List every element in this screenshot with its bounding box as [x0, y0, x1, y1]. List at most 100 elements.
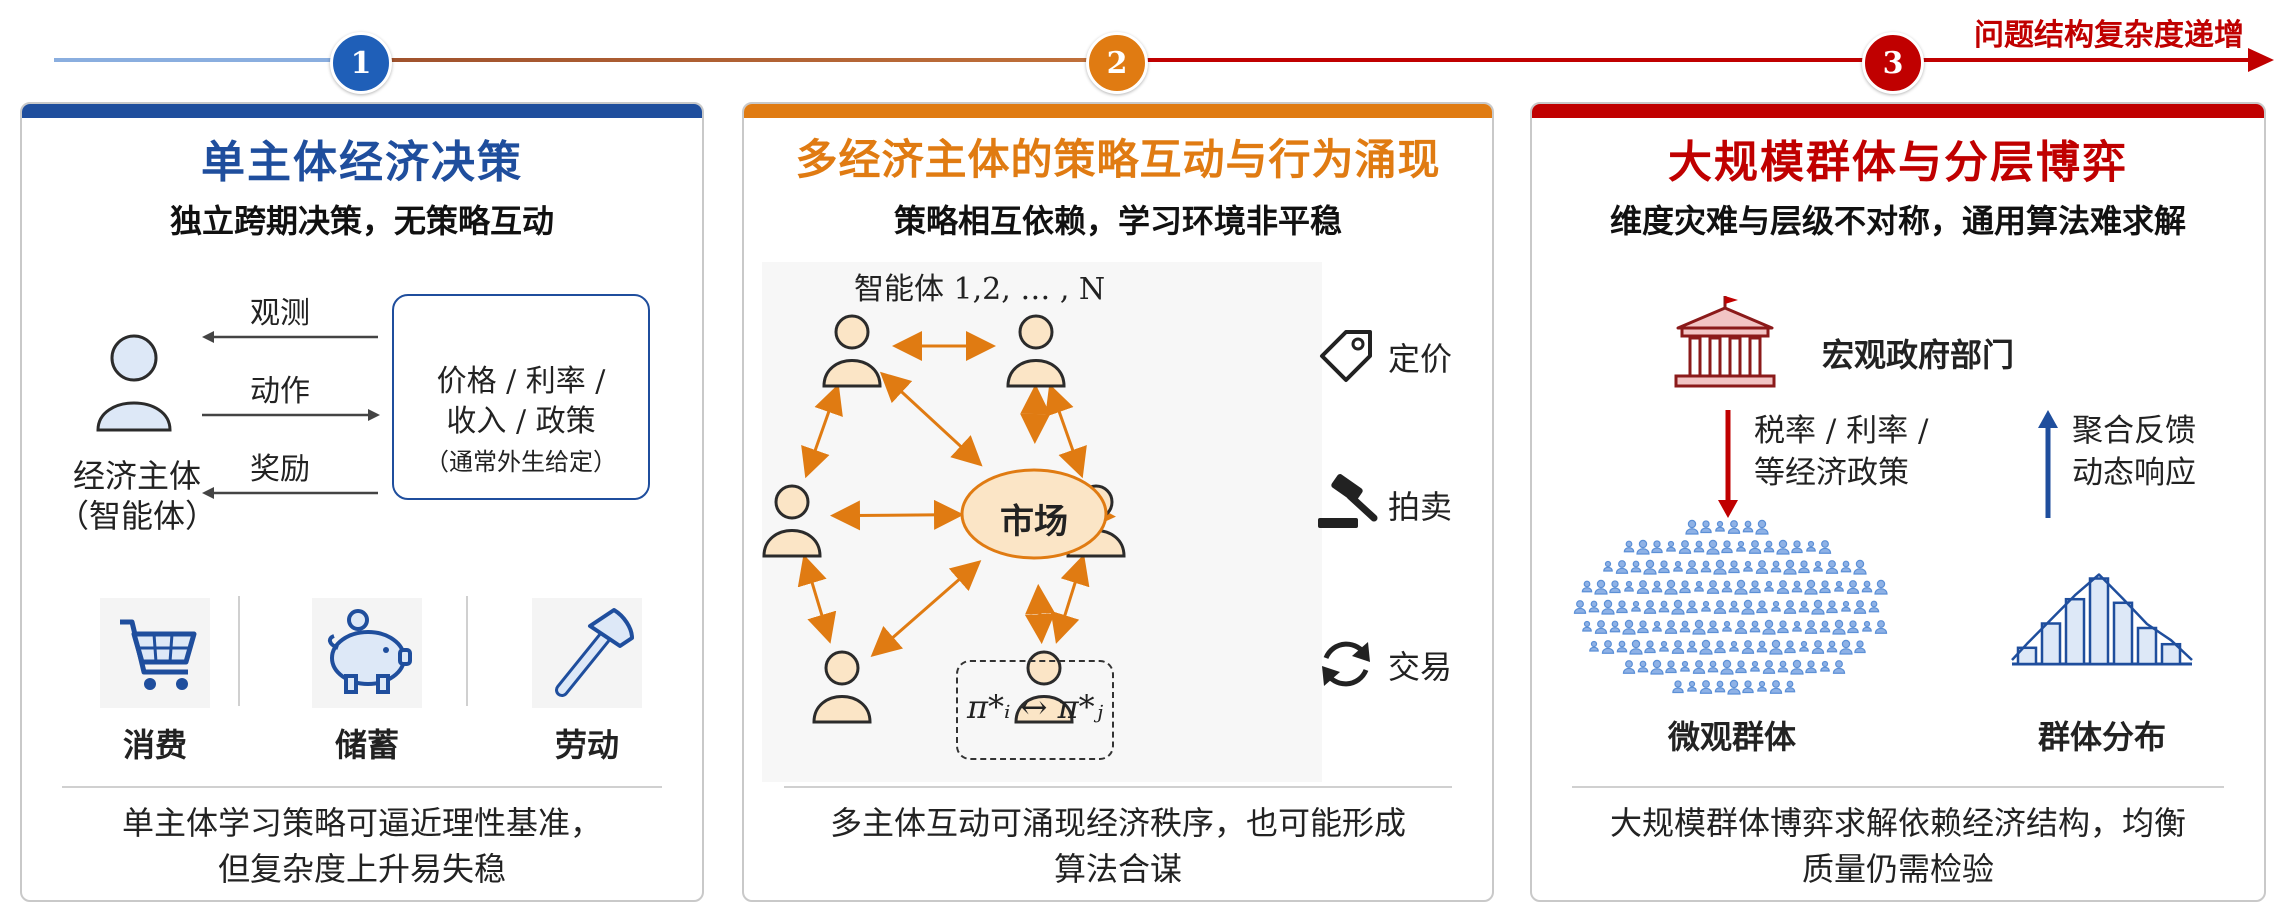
pricing-label: 定价: [1388, 340, 1453, 378]
panel-footer: 多主体互动可涌现经济秩序，也可能形成 算法合谋: [764, 800, 1472, 892]
crowd-person: [1755, 560, 1769, 574]
crowd-person: [1615, 560, 1629, 574]
crowd-person: [1658, 600, 1670, 613]
crowd-person: [1713, 559, 1727, 575]
panel-subtitle: 策略相互依赖，学习环境非平稳: [893, 202, 1342, 240]
crowd-person: [1686, 600, 1698, 614]
distribution-bar: [2112, 601, 2134, 666]
crowd-person: [1784, 680, 1796, 693]
crowd-person: [1819, 580, 1831, 594]
step-3-badge: 3: [1862, 32, 1924, 94]
crowd-person: [1736, 540, 1746, 552]
crowd-person: [1791, 540, 1803, 554]
save-label: 储蓄: [334, 726, 399, 764]
auction-label: 拍卖: [1388, 488, 1453, 526]
footer-line1: 单主体学习策略可逼近理性基准，: [121, 804, 602, 842]
crowd-person: [1783, 559, 1797, 575]
market-link: [879, 371, 983, 467]
distribution-bar: [2016, 646, 2038, 666]
crowd-person: [1692, 660, 1706, 674]
crowd-person: [1594, 579, 1608, 595]
crowd-person: [1603, 560, 1613, 572]
panel-single-agent: 单主体经济决策 独立跨期决策，无策略互动 经济主体 （智能体） 观测 动作 奖励…: [20, 102, 704, 902]
panel-large-population: 大规模群体与分层博弈 维度灾难与层级不对称，通用算法难求解 宏观政府部门 税率 …: [1530, 102, 2266, 902]
crowd-person: [1609, 620, 1621, 633]
crowd-person: [1798, 560, 1810, 574]
crowd-person: [1748, 540, 1762, 554]
footer-line1: 多主体互动可涌现经济秩序，也可能形成: [829, 804, 1406, 842]
piggy-bank-icon: [312, 598, 422, 708]
agent-link: [1045, 383, 1087, 479]
crowd-person: [1853, 600, 1867, 614]
timeline-segment-2: [390, 58, 1090, 62]
panel-header-bar: [744, 104, 1492, 118]
crowd-person: [1834, 580, 1844, 592]
agents-label: 智能体 1,2, … , N: [854, 272, 1106, 307]
observe-arrow: [202, 331, 378, 343]
crowd-person: [1728, 560, 1740, 574]
crowd-person: [1706, 580, 1720, 594]
micro-population-crowd: [1573, 519, 1888, 695]
crowd-person: [1853, 559, 1867, 575]
crowd-person: [1685, 560, 1699, 574]
market-link: [829, 499, 965, 531]
footer-line2: 但复杂度上升易失稳: [217, 850, 506, 888]
crowd-person: [1671, 599, 1685, 615]
crowd-person: [1616, 640, 1628, 653]
crowd-person: [1636, 580, 1650, 594]
crowd-person: [1651, 540, 1663, 554]
footer-line2: 算法合谋: [1053, 850, 1182, 888]
crowd-person: [1701, 600, 1711, 612]
crowd-person: [1762, 660, 1776, 674]
crowd-person: [1799, 640, 1809, 652]
crowd-person: [1755, 519, 1769, 535]
crowd-person: [1589, 640, 1599, 652]
crowd-person: [1720, 659, 1734, 675]
crowd-person: [1601, 640, 1615, 654]
icon-divider-1: [238, 596, 240, 706]
crowd-person: [1798, 600, 1810, 613]
panel-title: 大规模群体与分层博弈: [1668, 137, 2128, 188]
crowd-person: [1820, 660, 1830, 672]
crowd-person: [1763, 540, 1775, 553]
timeline-arrowhead: [2248, 48, 2274, 72]
crowd-person: [1769, 680, 1783, 694]
policy-formula-box: π*ᵢ ↔ π*ⱼ: [956, 660, 1114, 760]
crowd-person: [1721, 580, 1733, 593]
panel-title: 单主体经济决策: [201, 137, 523, 188]
agent-person-icon: [822, 314, 882, 388]
agent-person-icon: [96, 334, 172, 432]
crowd-person: [1659, 640, 1669, 652]
crowd-person: [1734, 579, 1748, 595]
market-node: [960, 468, 1108, 560]
crowd-person: [1757, 680, 1767, 692]
crowd-person: [1825, 560, 1839, 574]
crowd-person: [1861, 580, 1873, 593]
crowd-person: [1762, 619, 1776, 635]
crowd-person: [1643, 559, 1657, 575]
distribution-bar: [2040, 622, 2062, 666]
crowd-person: [1790, 659, 1804, 675]
agent-label-line2: （智能体）: [56, 497, 217, 535]
agent-link: [797, 554, 837, 644]
distribution-curve: [2011, 573, 2193, 661]
crowd-person: [1771, 600, 1781, 612]
crowd-person: [1666, 540, 1676, 552]
crowd-person: [1664, 579, 1678, 595]
crowd-person: [1594, 620, 1608, 634]
crowd-person: [1665, 660, 1677, 674]
distribution-bar: [2088, 577, 2110, 666]
crowd-person: [1776, 539, 1790, 555]
crowd-person: [1582, 620, 1592, 632]
footer-divider: [1572, 786, 2224, 788]
crowd-person: [1636, 539, 1650, 555]
agent-link: [801, 383, 843, 479]
crowd-person: [1728, 600, 1740, 613]
crowd-person: [1685, 519, 1699, 535]
crowd-person: [1776, 580, 1790, 594]
policy-down-label: 税率 / 利率 / 等经济政策: [1754, 410, 1928, 494]
agent-person-icon: [812, 650, 872, 724]
price-tag-icon: [1320, 330, 1372, 382]
environment-note: （通常外生给定）: [425, 448, 617, 476]
crowd-person: [1818, 540, 1832, 554]
